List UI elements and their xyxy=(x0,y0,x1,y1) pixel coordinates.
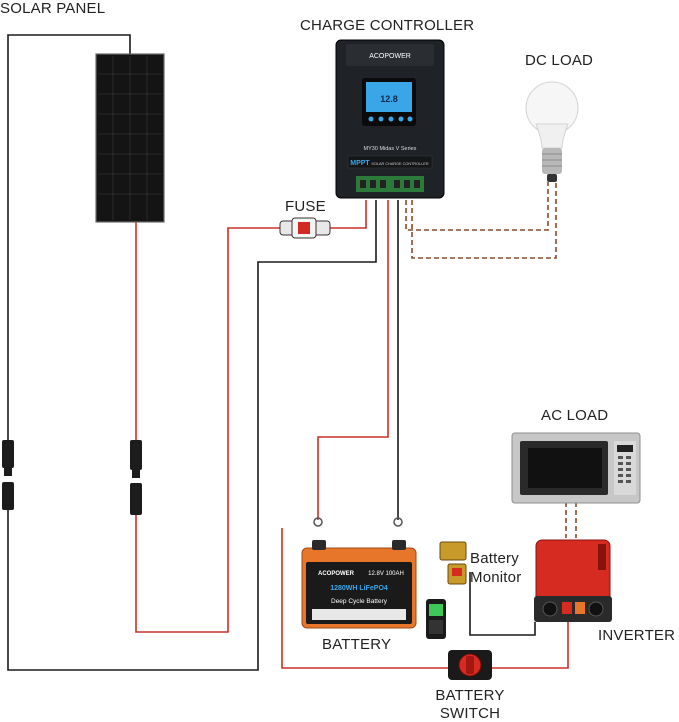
battery-label: BATTERY xyxy=(322,636,392,653)
battery-monitor-label-1: Battery xyxy=(470,550,519,567)
charge-controller: ACOPOWER 12.8 MY30 Midas V Series MPPT S… xyxy=(335,39,445,199)
battery-switch-label-2: SWITCH xyxy=(439,705,501,722)
battery-brand: ACOPOWER xyxy=(318,571,355,577)
ac-load-label: AC LOAD xyxy=(541,407,609,424)
battery: ACOPOWER 12.8V 100AH 1280WH LiFePO4 Deep… xyxy=(301,517,417,629)
battery-monitor-label-2: Monitor xyxy=(470,569,522,586)
battery-switch-label-1: BATTERY xyxy=(435,687,505,704)
dc-load-wire-2 xyxy=(411,182,557,259)
battery-type: Deep Cycle Battery xyxy=(331,598,388,605)
battery-monitor xyxy=(426,541,467,639)
fuse xyxy=(279,217,331,239)
controller-model: MY30 Midas V Series xyxy=(364,146,417,152)
controller-subtitle: SOLAR CHARGE CONTROLLER xyxy=(371,162,428,166)
battery-spec: 12.8V 100AH xyxy=(368,571,404,577)
controller-badge: MPPT xyxy=(350,160,370,167)
battery-switch-wire xyxy=(281,528,448,669)
solar-negative-wire xyxy=(7,34,131,440)
dc-load-wire-1 xyxy=(405,182,549,231)
inverter-label: INVERTER xyxy=(598,627,676,644)
solar-panel xyxy=(95,53,165,223)
controller-display-value: 12.8 xyxy=(380,94,398,104)
fuse-label: FUSE xyxy=(285,198,326,215)
controller-battery-positive-wire xyxy=(317,200,389,520)
dc-load-label: DC LOAD xyxy=(525,52,594,69)
dc-load-bulb xyxy=(525,81,579,182)
solar-positive-wire-lower xyxy=(135,227,280,633)
solar-negative-wire-lower xyxy=(7,200,377,671)
wires xyxy=(7,34,577,671)
solar-panel-label: SOLAR PANEL xyxy=(0,0,106,17)
monitor-inverter-wire xyxy=(469,572,536,636)
controller-buttons xyxy=(368,116,413,122)
mc4-connectors xyxy=(2,440,142,515)
ac-load-microwave xyxy=(511,432,641,504)
controller-screen xyxy=(366,82,412,112)
fuse-to-controller-wire xyxy=(330,200,367,229)
inverter xyxy=(534,539,612,622)
battery-capacity: 1280WH LiFePO4 xyxy=(330,585,388,592)
charge-controller-label: CHARGE CONTROLLER xyxy=(300,17,475,34)
controller-brand: ACOPOWER xyxy=(369,53,411,60)
battery-switch xyxy=(448,650,492,680)
switch-inverter-wire xyxy=(492,622,569,669)
